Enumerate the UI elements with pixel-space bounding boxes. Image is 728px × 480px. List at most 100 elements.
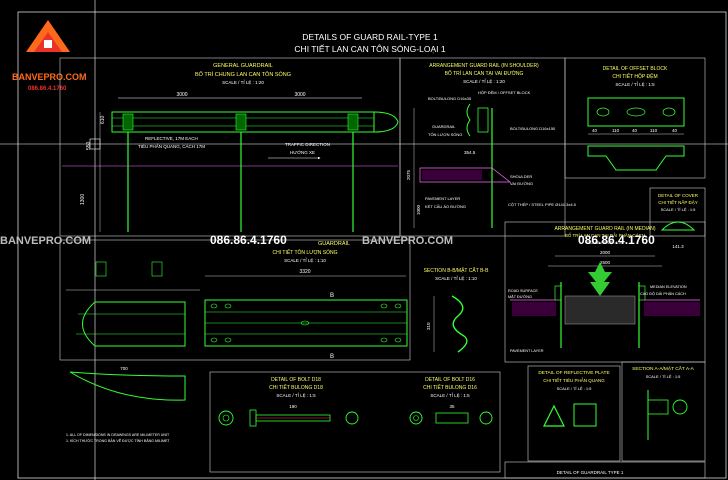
- watermark-center: BANVEPRO.COM: [362, 235, 453, 247]
- frame-bolts: [209, 371, 501, 473]
- section-bb-profile: [451, 295, 468, 353]
- median-lbl-surface-vi: MẶT ĐƯỜNG: [508, 294, 532, 299]
- reflective-plate-icon: [573, 403, 597, 427]
- bolt-d18-title-en: DETAIL OF BOLT D18: [271, 377, 321, 383]
- shoulder-offset-block: [477, 107, 489, 133]
- shoulder-lbl-guardrail-vi: TÔN LƯỢN SÓNG: [428, 132, 462, 137]
- notes: 1. ALL OF DIMENSIONS IN DRAWINGS ARE MIL…: [66, 433, 170, 443]
- median-tree-icon: [588, 262, 612, 296]
- shoulder-lbl-shoulder-en: SHOULDER: [510, 174, 532, 179]
- reflective-plate-view: DETAIL OF REFLECTIVE PLATE CHI TIẾT TIÊU…: [538, 370, 610, 427]
- shoulder-pavement-hatch: [422, 170, 482, 180]
- logo-window-icon: [44, 40, 52, 48]
- guardrail-dim-left: 700: [120, 366, 128, 371]
- frame-median: [504, 221, 706, 363]
- section-aa-scale: SCALE / TỈ LỆ : 1:5: [646, 374, 682, 379]
- guardrail-title-vi: CHI TIẾT TÔN LƯỢN SÓNG: [273, 249, 338, 256]
- note-line-1: 1. ALL OF DIMENSIONS IN DRAWINGS ARE MIL…: [66, 433, 170, 437]
- shoulder-dim-c: 1000: [416, 204, 421, 215]
- note-traffic-vi: HƯỚNG XE: [290, 149, 315, 155]
- cover-title-en: DETAIL OF COVER: [658, 193, 699, 198]
- frame-shoulder: [399, 57, 566, 237]
- guardrail-title-en: GUARDRAIL: [318, 241, 350, 247]
- guardrail-marker-b-bottom: B: [330, 354, 334, 360]
- median-lbl-pavement: PAVEMENT LAYER: [510, 349, 544, 353]
- shoulder-dim-a: 354.5: [464, 150, 476, 155]
- shoulder-guardrail-profile: [466, 103, 471, 137]
- bolt-d18-title-vi: CHI TIẾT BULONG D18: [269, 384, 323, 391]
- bolt-d18-view: DETAIL OF BOLT D18 CHI TIẾT BULONG D18 S…: [218, 377, 359, 427]
- sheet-title-vi: CHI TIẾT LAN CAN TÔN SÓNG-LOẠI 1: [294, 44, 445, 54]
- median-lbl-median-vi: CAO ĐỘ DẢI PHÂN CÁCH: [640, 291, 686, 296]
- guardrail-end-piece: [82, 301, 186, 347]
- logo-name: BANVEPRO.COM: [12, 72, 87, 82]
- section-bb-dim: 310: [426, 322, 431, 330]
- section-aa-title: SECTION A-A/MẶT CẮT A-A: [632, 364, 694, 372]
- median-lbl-median-en: MEDIAN ELEVATION: [650, 285, 687, 289]
- guardrail-detail-view: GUARDRAIL CHI TIẾT TÔN LƯỢN SÓNG SCALE /…: [66, 241, 408, 401]
- bolt-d16-scale: SCALE / TỈ LỆ : 1:5: [430, 391, 470, 398]
- bolt-d16-shank: [435, 412, 469, 424]
- offset-title-en: DETAIL OF OFFSET BLOCK: [603, 66, 668, 72]
- frame-reflective: [527, 365, 621, 462]
- logo-phone: 086.86.4.1760: [28, 86, 67, 92]
- cover-cap: [660, 221, 696, 231]
- offset-dim-2: 40: [632, 128, 638, 133]
- shoulder-lbl-guardrail-en: GUARDRAIL: [432, 124, 456, 129]
- offset-block-plate: [587, 97, 685, 127]
- median-lbl-surface-en: ROAD SURFACE: [508, 289, 538, 293]
- offset-dim-0: 40: [592, 128, 598, 133]
- general-dim-right: 3000: [294, 92, 305, 98]
- guardrail-marker-b-top: B: [330, 293, 334, 299]
- note-reflective-vi: TIÊU PHẢN QUANG, CÁCH 17M: [138, 142, 205, 149]
- reflective-title-en: DETAIL OF REFLECTIVE PLATE: [538, 370, 609, 376]
- cover-title-vi: CHI TIẾT NẮP ĐẬY: [658, 198, 698, 205]
- shoulder-lbl-pavement-en: PAVEMENT LAYER: [425, 196, 460, 201]
- titleblock-text: DETAIL OF GUARDRAIL TYPE 1: [557, 470, 624, 475]
- reflective-scale: SCALE / TỈ LỆ : 1:5: [557, 386, 593, 391]
- offset-scale: SCALE / TỈ LỆ : 1:5: [615, 80, 655, 87]
- offset-block-view: DETAIL OF OFFSET BLOCK CHI TIẾT HỘP ĐỆM …: [587, 66, 685, 171]
- median-soil: [564, 295, 636, 325]
- section-aa-bracket: [647, 399, 669, 415]
- bolt-d16-head: [409, 411, 423, 425]
- shoulder-pavement: [419, 167, 512, 183]
- median-dim-b: 2500: [600, 260, 611, 265]
- shoulder-title-vi: BỐ TRÍ LAN CAN TẠI VAI ĐƯỜNG: [445, 70, 524, 77]
- cover-view: DETAIL OF COVER CHI TIẾT NẮP ĐẬY SCALE /…: [658, 193, 699, 249]
- rail-end-terminal: [373, 111, 399, 133]
- frame-guardrail: [59, 239, 411, 361]
- shoulder-arrangement-view: ARRANGEMENT GUARD RAIL (IN SHOULDER) BỐ …: [406, 63, 577, 228]
- guardrail-dim-total: 3320: [299, 269, 310, 275]
- watermark-left: BANVEPRO.COM: [0, 235, 91, 247]
- offset-dim-4: 40: [672, 128, 678, 133]
- general-title-vi: BỐ TRÍ CHUNG LAN CAN TÔN SÓNG: [195, 71, 291, 78]
- note-traffic-en: TRAFFIC DIRECTION: [285, 142, 330, 147]
- offset-dim-3: 110: [650, 128, 658, 133]
- frame-offset-block: [564, 57, 706, 179]
- sheet-title-en: DETAILS OF GUARD RAIL-TYPE 1: [302, 32, 438, 42]
- shoulder-dim-b: 2075: [406, 169, 411, 180]
- median-scale: SCALE / TỈ LỆ : 1:20: [586, 240, 624, 245]
- general-dim-post: 1300: [80, 194, 86, 205]
- guardrail-end-curve: [69, 371, 186, 401]
- general-dim-h2: 550: [86, 141, 92, 150]
- general-dim-h1: 610: [100, 115, 106, 124]
- sheet-border: [17, 11, 727, 479]
- shoulder-lbl-pavement-vi: KẾT CẤU ÁO ĐƯỜNG: [425, 204, 466, 209]
- banvepro-logo[interactable]: BANVEPRO.COM 086.86.4.1760: [12, 20, 87, 92]
- watermarks: BANVEPRO.COM 086.86.4.1760 BANVEPRO.COM …: [0, 233, 655, 247]
- note-line-2: 1. KÍCH THƯỚC TRONG BẢN VẼ ĐƯỢC TÍNH BẰN…: [66, 438, 170, 443]
- median-title-vi: BỐ TRÍ LAN CAN TẠI DẢI PHÂN CÁCH: [565, 232, 645, 238]
- general-guardrail-view: GENERAL GUARDRAIL BỐ TRÍ CHUNG LAN CAN T…: [62, 63, 399, 232]
- shoulder-title-en: ARRANGEMENT GUARD RAIL (IN SHOULDER): [429, 63, 539, 69]
- frame-cover: [649, 187, 706, 237]
- offset-dim-1: 110: [612, 128, 620, 133]
- reflective-title-vi: CHI TIẾT TIÊU PHẢN QUANG: [543, 376, 605, 383]
- bolt-d16-view: DETAIL OF BOLT D16 CHI TIẾT BULONG D16 S…: [409, 377, 493, 425]
- median-arrangement-view: ARRANGEMENT GUARD RAIL (IN MEDIAN) BỐ TR…: [508, 226, 700, 353]
- bolt-d16-title-vi: CHI TIẾT BULONG D16: [423, 384, 477, 391]
- section-bb-view: SECTION B-B/MẶT CẮT B-B SCALE / TỈ LỆ : …: [424, 266, 489, 353]
- cover-dim: 141.3: [672, 244, 684, 249]
